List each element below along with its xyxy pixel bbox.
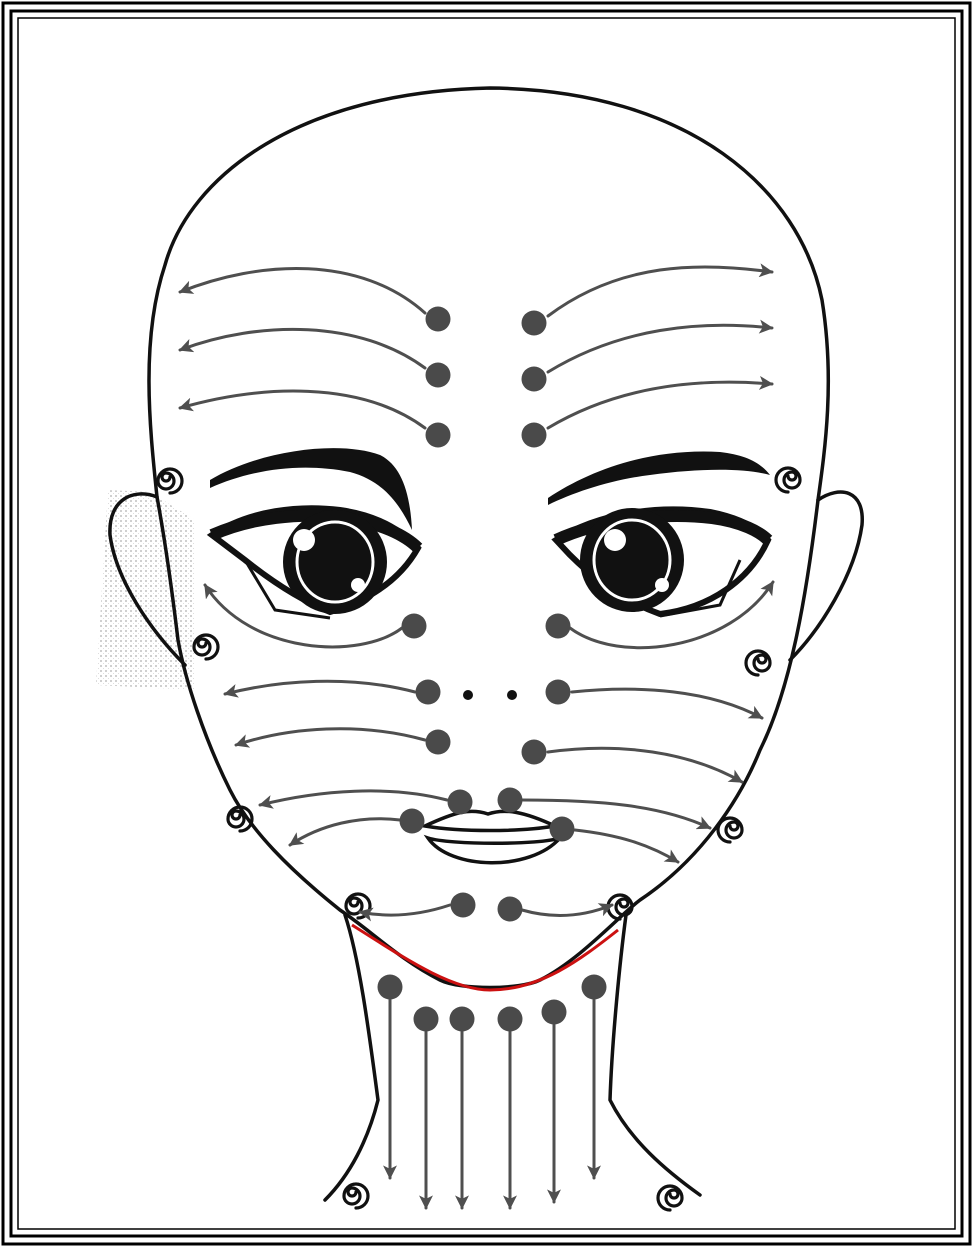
- neck-right-line: [610, 915, 700, 1195]
- massage-point-dot: [448, 790, 473, 815]
- massage-point-dot: [498, 897, 523, 922]
- spiral-icon: [194, 635, 218, 659]
- massage-point-dot: [542, 1000, 567, 1025]
- right-eyebrow: [548, 452, 770, 505]
- spiral-icon: [776, 468, 800, 492]
- right-ear: [790, 492, 862, 660]
- massage-point-dot: [582, 975, 607, 1000]
- massage-point-dot: [416, 680, 441, 705]
- massage-point-dot: [550, 817, 575, 842]
- massage-point-dot: [498, 1007, 523, 1032]
- eyes: [212, 508, 768, 618]
- direction-arrow: [180, 391, 425, 428]
- upper-lip: [425, 811, 555, 830]
- direction-arrow: [236, 729, 425, 745]
- direction-arrow: [548, 325, 772, 372]
- spiral-icon: [158, 469, 182, 493]
- left-nostril: [463, 690, 473, 700]
- massage-point-dot: [426, 307, 451, 332]
- direction-arrow: [548, 267, 772, 316]
- mouth: [425, 811, 560, 862]
- direction-arrow: [548, 748, 742, 782]
- direction-arrow: [575, 830, 678, 862]
- massage-point-dot: [450, 1007, 475, 1032]
- direction-arrow: [572, 689, 762, 718]
- direction-arrow: [260, 791, 447, 805]
- massage-point-dot: [451, 893, 476, 918]
- massage-point-dot: [546, 614, 571, 639]
- massage-point-dot: [522, 367, 547, 392]
- spiral-icon: [718, 818, 742, 842]
- direction-arrow: [180, 329, 425, 368]
- direction-arrow: [548, 382, 772, 428]
- right-eye: [556, 508, 768, 616]
- direction-arrow: [180, 268, 425, 313]
- massage-point-dot: [426, 423, 451, 448]
- massage-point-dot: [522, 740, 547, 765]
- head-outline: [110, 88, 862, 1200]
- neck-left-line: [325, 915, 378, 1200]
- spiral-icon: [746, 651, 770, 675]
- massage-point-dot: [522, 423, 547, 448]
- massage-point-dot: [426, 363, 451, 388]
- direction-arrow: [290, 819, 400, 845]
- massage-point-dot: [546, 680, 571, 705]
- spiral-icon: [344, 1184, 368, 1208]
- massage-point-dot: [498, 788, 523, 813]
- lower-lip: [428, 838, 560, 863]
- direction-arrow: [225, 681, 415, 694]
- massage-point-dot: [414, 1007, 439, 1032]
- massage-point-dot: [522, 311, 547, 336]
- massage-point-dot: [378, 975, 403, 1000]
- right-nostril: [507, 690, 517, 700]
- direction-arrow: [360, 905, 450, 915]
- direction-arrow: [522, 905, 612, 915]
- massage-point-dot: [402, 614, 427, 639]
- spiral-icon: [608, 895, 632, 919]
- massage-point-dot: [426, 730, 451, 755]
- massage-arrows: [180, 267, 773, 1208]
- left-eye: [212, 508, 418, 618]
- spiral-icon: [658, 1186, 682, 1210]
- massage-point-dot: [400, 809, 425, 834]
- nose: [463, 690, 517, 700]
